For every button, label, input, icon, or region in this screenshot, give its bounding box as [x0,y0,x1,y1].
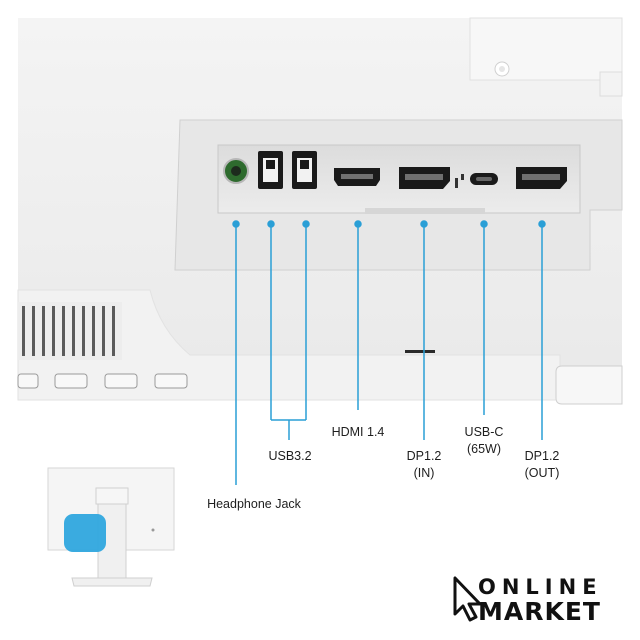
usb-c-port [470,173,498,185]
label-hdmi: HDMI 1.4 [331,425,385,439]
displayport-in-port [399,167,450,189]
label-dp-in: DP1.2 (IN) [396,448,452,482]
lock-slot [455,174,464,188]
label-dp-in-line2: (IN) [413,466,435,480]
brand-name-top: ONLINE [478,575,603,599]
label-dp-in-line1: DP1.2 [406,449,442,463]
control-buttons [17,373,188,389]
label-usb-c: USB-C (65W) [454,424,514,458]
label-dp-out: DP1.2 (OUT) [514,448,570,482]
hdmi-port [334,168,380,186]
label-headphone-jack: Headphone Jack [207,497,301,511]
cursor-arrow-logo-icon [453,576,482,622]
vent-grille [18,302,122,360]
monitor-thumbnail [47,467,175,587]
port-area-highlight [64,514,106,552]
label-usb-c-line1: USB-C [464,425,504,439]
headphone-jack-port [223,158,249,184]
callout-lines [232,220,546,485]
usb-a-port-2 [292,151,317,189]
ports [223,151,567,189]
usb-a-port-1 [258,151,283,189]
brand-name-bottom: MARKET [478,597,601,626]
label-dp-out-line1: DP1.2 [524,449,560,463]
label-usb: USB3.2 [268,449,312,463]
displayport-out-port [516,167,567,189]
label-dp-out-line2: (OUT) [524,466,560,480]
label-usb-c-line2: (65W) [466,442,502,456]
